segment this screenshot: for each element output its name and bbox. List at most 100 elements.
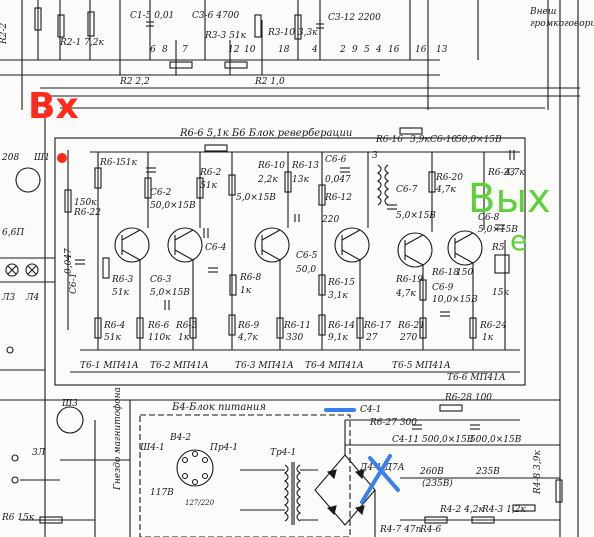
- c6-5-ref: С6-5: [296, 251, 318, 261]
- jack-label: Ш1: [33, 153, 50, 163]
- r6-18-ref: R6-18: [431, 268, 459, 278]
- pin-6: 4: [311, 45, 318, 55]
- c6-5-val: 50,0: [296, 265, 316, 275]
- r6-8-ref: R6-8: [239, 273, 262, 283]
- tr-label: Тр4-1: [270, 448, 296, 458]
- r6-6-val: 110к: [148, 333, 171, 343]
- r6-4-ref: R6-4: [103, 321, 126, 331]
- top-label-3: С3-6 4700: [192, 11, 239, 21]
- r6-3-val: 51к: [112, 288, 129, 298]
- c2-label: 500,0×15В: [470, 435, 522, 445]
- r6-9-val: 4,7к: [237, 333, 258, 343]
- r6-4-val: 51к: [104, 333, 121, 343]
- transistor-label-6: Т6-6 МП41А: [447, 373, 506, 383]
- top-label-10: громкоговорит.: [530, 19, 594, 29]
- c6-6-val: 0,047: [325, 175, 351, 185]
- r6-22-val: 150к: [74, 198, 97, 208]
- transistor-label-2: Т6-2 МП41А: [150, 361, 209, 371]
- c6-10-ref: С6-10: [430, 135, 457, 145]
- r6-1-ref: R6-1: [99, 158, 121, 168]
- top-label-0: R2-2: [0, 22, 9, 45]
- r42-label: R4-2 4,2к: [439, 505, 484, 515]
- input-annotation-text: Вх: [28, 86, 79, 127]
- transistor-label-4: Т6-4 МП41А: [305, 361, 364, 371]
- c6-10-val: 50,0×15В: [456, 135, 502, 145]
- output-annotation-mark: e: [510, 224, 527, 257]
- top-label-1: R2-1 7,2к: [59, 38, 104, 48]
- top-label-7: R2 2,2: [119, 77, 150, 87]
- r6-24-val: 1к: [482, 333, 494, 343]
- r627-label: R6-27 300: [369, 418, 417, 428]
- r6-8-val: 1к: [240, 286, 252, 296]
- output-annotation-text: Вых: [468, 176, 551, 222]
- transistor-label-1: Т6-1 МП41А: [80, 361, 139, 371]
- r6-5-ref: R6-5: [175, 321, 198, 331]
- sel-switch-label: В4-2: [169, 433, 191, 443]
- c6-2-ref: С6-2: [150, 188, 172, 198]
- top-label-8: R2 1,0: [254, 77, 285, 87]
- pin-10: 9: [352, 45, 358, 55]
- r5-ref: R5: [491, 243, 505, 253]
- c6-9-val: 10,0×15В: [432, 295, 478, 305]
- top-label-6: С3-12 2200: [328, 13, 381, 23]
- r6-3-ref: R6-3: [111, 275, 134, 285]
- pin-4: 10: [244, 45, 256, 55]
- sw-vals-label: 127/220: [185, 499, 215, 507]
- pin-8: 16: [415, 45, 427, 55]
- v235-label: 235В: [475, 467, 500, 477]
- r6-9-ref: R6-9: [237, 321, 260, 331]
- top-label-5: R3-10 3,3к: [267, 28, 318, 38]
- r6-2-ref: R6-2: [199, 168, 222, 178]
- r6-13-ref: R6-13: [291, 161, 319, 171]
- c6-4-val: 5,0×15В: [236, 193, 276, 203]
- transistor-label-5: Т6-5 МП41А: [392, 361, 451, 371]
- jack-mag-label: Гнездо магнитофона: [113, 387, 123, 491]
- pin-13: 16: [388, 45, 400, 55]
- r6-24-ref: R6-24: [479, 321, 507, 331]
- r46-label: R4-6: [419, 525, 442, 535]
- sock-label: Ш4-1: [139, 443, 165, 453]
- r6-1-val: 51к: [120, 158, 137, 168]
- c41-label: С4-1: [360, 405, 381, 415]
- c6-7-ref: С6-7: [396, 185, 418, 195]
- pin-12: 4: [375, 45, 382, 55]
- r6-10-ref: R6-10: [257, 161, 285, 171]
- r6-18-val: 150: [456, 268, 473, 278]
- r6-5-val: 1к: [178, 333, 190, 343]
- r6-11-ref: R6-11: [283, 321, 311, 331]
- c6-8-ref: С6-8: [478, 213, 500, 223]
- r6-17-ref: R6-17: [363, 321, 391, 331]
- pin-11: 5: [364, 45, 370, 55]
- sel-vals-label: 117В: [150, 488, 174, 498]
- c6-1-ref: С6-1: [69, 273, 79, 294]
- input-annotation: Вх: [28, 86, 79, 163]
- v260-label: 260В: [419, 467, 444, 477]
- pin-7: 13: [436, 45, 448, 55]
- r6-11-val: 330: [286, 333, 303, 343]
- r43-label: R4-3 1,2к: [481, 505, 526, 515]
- r6-20-val: 4,7к: [435, 185, 456, 195]
- j3-label: 3Л: [32, 448, 46, 458]
- c6-2-val: 50,0×15В: [150, 201, 196, 211]
- r6-23-val: 4,7к: [504, 168, 525, 178]
- r6-23-ref: R6-23: [487, 168, 515, 178]
- r48-label: R4-8 3,9к: [533, 450, 543, 495]
- r6-19-val: 4,7к: [395, 289, 416, 299]
- r6-12-ref: R6-12: [324, 193, 352, 203]
- r6-14-ref: R6-14: [327, 321, 355, 331]
- c6-3-val: 5,0×15В: [150, 288, 190, 298]
- r6-20-ref: R6-20: [435, 173, 463, 183]
- r6-22-ref: R6-22: [73, 208, 101, 218]
- c6-9-ref: С6-9: [432, 283, 454, 293]
- lamp2-label: Л4: [25, 293, 40, 303]
- output-annotation: Вых e: [468, 176, 551, 257]
- jack2-label: Ш3: [61, 399, 78, 409]
- tube-label: 6,6П: [2, 228, 24, 238]
- power-block-title: Б4-Блок питания: [171, 402, 266, 413]
- reverb-block-title: R6-6 5,1к Б6 Блок реверберации: [179, 128, 352, 139]
- r6-12-val: 220: [321, 215, 339, 225]
- r6-15-ref: R6-15: [327, 278, 355, 288]
- r6-21-ref: R6-21: [397, 321, 425, 331]
